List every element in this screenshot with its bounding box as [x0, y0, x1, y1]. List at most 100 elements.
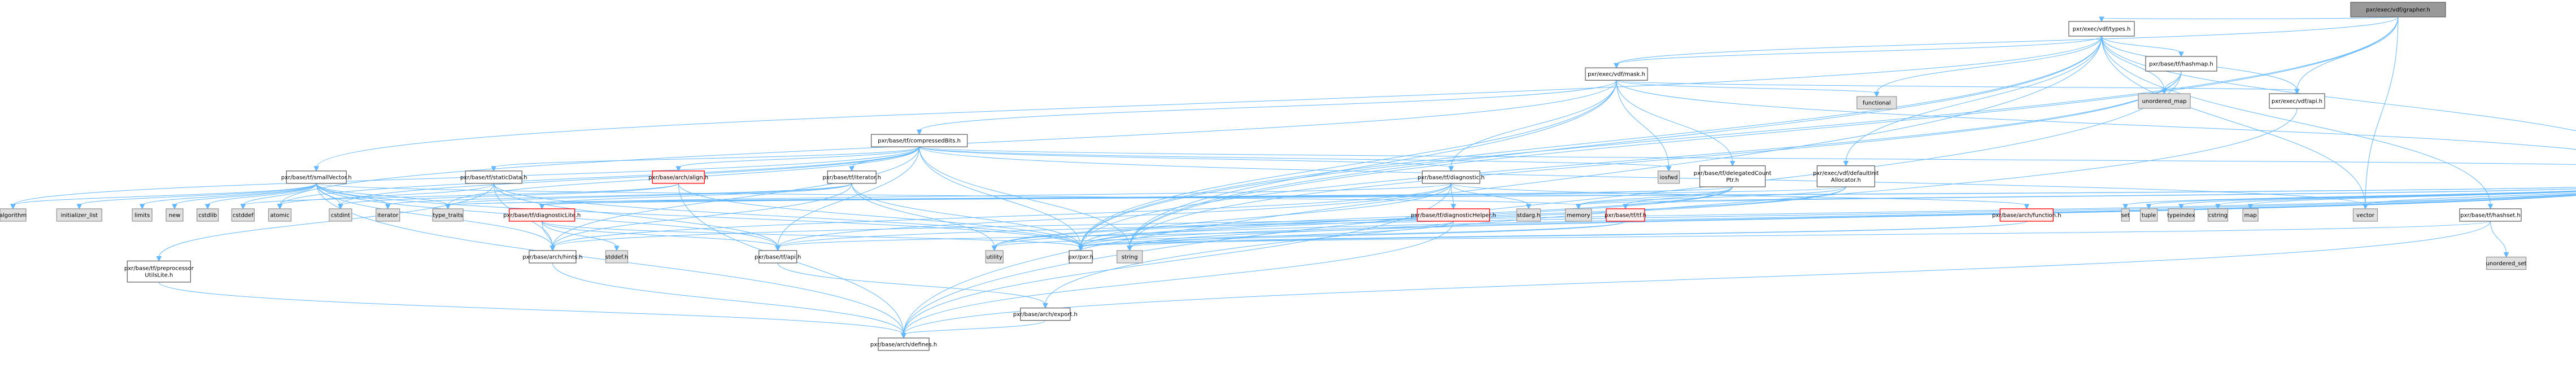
- node-label: pxr/base/tf/diagnostic.h: [1418, 174, 1485, 181]
- node-box: [1606, 208, 1645, 222]
- node-label: pxr/exec/vdf/defaultInit: [1813, 170, 1879, 177]
- node-box: [56, 208, 103, 222]
- node-grapher[interactable]: pxr/exec/vdf/grapher.h: [2350, 2, 2446, 17]
- node-box: [2352, 208, 2378, 222]
- edge-mask-to-functional: [1616, 80, 1880, 98]
- edge-types-to-defaultInitAllocator: [1843, 36, 2102, 167]
- node-atomic: atomic: [268, 208, 292, 222]
- node-label: functional: [1863, 100, 1891, 107]
- node-label: map: [2244, 212, 2256, 218]
- edge-compressedBits-to-align: [675, 146, 920, 172]
- node-box: [432, 208, 464, 222]
- node-iosfwd: iosfwd: [1657, 170, 1680, 184]
- edge-hashmap-to-defines: [901, 71, 2182, 339]
- node-label: iterator: [377, 212, 399, 218]
- node-diagnosticLite[interactable]: pxr/base/tf/diagnosticLite.h: [503, 208, 581, 222]
- node-pxrh[interactable]: pxr/pxr.h: [1068, 250, 1093, 264]
- node-compressedBits[interactable]: pxr/base/tf/compressedBits.h: [870, 134, 968, 147]
- edge-grapher-to-mask: [1614, 16, 2399, 69]
- edge-diagnostic-to-stdargh: [1450, 183, 1532, 210]
- node-iterator: iterator: [376, 208, 400, 222]
- node-tfh[interactable]: pxr/base/tf/tf.h: [1605, 208, 1646, 222]
- edge-preprocessor-to-defines: [158, 282, 906, 339]
- node-hashmap[interactable]: pxr/base/tf/hashmap.h: [2145, 56, 2217, 72]
- edge-iteratorh-to-type_traits: [445, 183, 852, 210]
- node-label: pxr/pxr.h: [1068, 254, 1093, 260]
- node-stdargh: stdarg.h: [1516, 208, 1541, 222]
- edge-types-to-vector: [2101, 36, 2368, 210]
- node-label: pxr/base/arch/function.h: [1992, 212, 2061, 218]
- node-limits: limits: [132, 208, 152, 222]
- node-box: [1699, 165, 1766, 187]
- node-box: [2140, 208, 2158, 222]
- node-functional: functional: [1856, 96, 1897, 109]
- edge-hash-to-tfapi: [775, 194, 2576, 252]
- node-box: [2168, 208, 2195, 222]
- node-box: [197, 208, 219, 222]
- node-unordered_map: unordered_map: [2138, 93, 2191, 109]
- edge-hash-to-cstring: [2215, 191, 2576, 210]
- edge-delegatedCountPtr-to-memory: [1576, 186, 1733, 210]
- node-vdfapi[interactable]: pxr/exec/vdf/api.h: [2269, 93, 2325, 109]
- node-label: new: [169, 212, 181, 218]
- node-tfapi[interactable]: pxr/base/tf/api.h: [755, 250, 801, 264]
- node-label: pxr/base/tf/hashset.h: [2460, 212, 2521, 218]
- node-label: pxr/base/tf/staticData.h: [460, 174, 528, 181]
- node-hints[interactable]: pxr/base/arch/hints.h: [522, 250, 582, 264]
- edge-diagnosticLite-to-tfapi: [542, 221, 781, 252]
- node-label: algorithm: [0, 212, 27, 218]
- node-box: [127, 260, 191, 283]
- node-label: set: [2121, 212, 2130, 218]
- node-box: [1116, 250, 1143, 264]
- node-label: Ptr.h: [1726, 177, 1739, 183]
- node-box: [1657, 170, 1680, 184]
- node-defines[interactable]: pxr/base/arch/defines.h: [870, 338, 937, 351]
- node-box: [605, 250, 629, 264]
- node-label: memory: [1567, 212, 1590, 218]
- edges-layer: [10, 16, 2576, 339]
- node-staticData[interactable]: pxr/base/tf/staticData.h: [460, 170, 528, 184]
- node-box: [2145, 56, 2217, 72]
- node-box: [1565, 208, 1592, 222]
- node-typeindex: typeindex: [2167, 208, 2195, 222]
- node-label: cstdint: [331, 212, 350, 218]
- edge-tfapi-to-export: [777, 262, 1048, 309]
- edge-grapher-to-vdfapi: [2294, 16, 2399, 95]
- node-box: [268, 208, 292, 222]
- node-box: [508, 208, 576, 222]
- node-hashset[interactable]: pxr/base/tf/hashset.h: [2459, 208, 2522, 222]
- node-smallVector[interactable]: pxr/base/tf/smallVector.h: [281, 170, 352, 184]
- node-label: pxr/base/tf/api.h: [755, 254, 801, 260]
- edge-smallVector-to-cstdlib: [204, 183, 317, 210]
- node-types[interactable]: pxr/exec/vdf/types.h: [2068, 21, 2135, 37]
- node-type_traits: type_traits: [432, 208, 464, 222]
- node-label: tuple: [2142, 212, 2156, 218]
- node-function[interactable]: pxr/base/arch/function.h: [1992, 208, 2061, 222]
- node-box: [2138, 93, 2191, 109]
- node-label: pxr/base/arch/hints.h: [522, 254, 582, 260]
- node-export[interactable]: pxr/base/arch/export.h: [1013, 307, 1078, 321]
- node-diagnosticHelper[interactable]: pxr/base/tf/diagnosticHelper.h: [1411, 208, 1496, 222]
- node-diagnostic[interactable]: pxr/base/tf/diagnostic.h: [1418, 170, 1485, 184]
- node-box: [0, 208, 27, 222]
- node-iteratorh[interactable]: pxr/base/tf/iterator.h: [822, 170, 881, 184]
- node-label: initializer_list: [61, 212, 98, 218]
- edge-hash-to-utility: [991, 195, 2576, 252]
- node-mask[interactable]: pxr/exec/vdf/mask.h: [1585, 67, 1648, 81]
- edge-staticData-to-preprocessor: [156, 183, 494, 262]
- node-label: unordered_map: [2142, 99, 2187, 105]
- edge-compressedBits-to-diagnostic: [919, 146, 1454, 172]
- node-label: utility: [986, 254, 1002, 260]
- node-label: pxr/exec/vdf/api.h: [2272, 99, 2322, 105]
- node-box: [2068, 21, 2135, 37]
- node-cstdint: cstdint: [329, 208, 352, 222]
- nodes-layer: pxr/exec/vdf/grapher.h pxr/exec/vdf/types…: [0, 2, 2527, 351]
- edge-align-to-cstdint: [338, 183, 679, 210]
- node-align[interactable]: pxr/base/arch/align.h: [648, 170, 708, 184]
- node-box: [1020, 307, 1071, 321]
- node-algorithm: algorithm: [0, 208, 27, 222]
- edge-mask-to-delegatedCountPtr: [1616, 80, 1736, 167]
